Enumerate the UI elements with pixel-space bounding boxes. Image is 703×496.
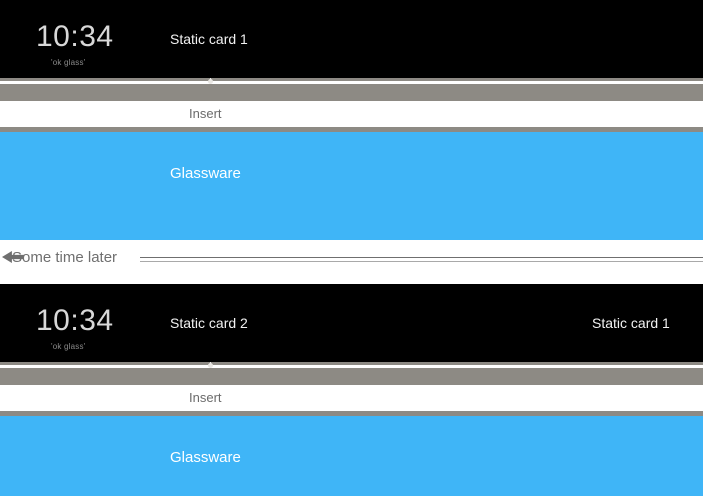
connector-band-main-2 — [0, 368, 703, 385]
connector-band-main-1 — [0, 84, 703, 101]
connector-band-top-2 — [0, 362, 703, 365]
timeline-node-1 — [208, 79, 213, 84]
glass-card-1: 10:34 'ok glass' Static card 1 — [0, 0, 703, 78]
time-divider-rule — [140, 257, 703, 258]
connector-band-top-1 — [0, 78, 703, 81]
hotword-label-2: 'ok glass' — [51, 342, 86, 351]
clock-time-1: 10:34 — [36, 20, 114, 53]
time-divider: Some time later — [0, 240, 703, 280]
insert-label-1: Insert — [189, 106, 222, 121]
clock-time-2: 10:34 — [36, 304, 114, 337]
glass-card-2: 10:34 'ok glass' Static card 2 Static ca… — [0, 284, 703, 362]
glassware-label-2: Glassware — [170, 449, 241, 466]
connector-band-bottom-1 — [0, 127, 703, 132]
connector-gap-2 — [0, 365, 703, 368]
insert-row-2: Insert — [0, 385, 703, 411]
hotword-label-1: 'ok glass' — [51, 58, 86, 67]
time-divider-label: Some time later — [12, 249, 118, 266]
connector-band-bottom-2 — [0, 411, 703, 416]
timeline-node-2 — [208, 363, 213, 368]
time-divider-rule-thin — [140, 261, 703, 262]
glassware-label-1: Glassware — [170, 165, 241, 182]
glassware-panel-1: Glassware — [0, 132, 703, 240]
static-card-1-label: Static card 1 — [170, 31, 248, 47]
static-card-1-label-row2: Static card 1 — [592, 315, 670, 331]
insert-label-2: Insert — [189, 390, 222, 405]
static-card-2-label: Static card 2 — [170, 315, 248, 331]
connector-gap-1 — [0, 81, 703, 84]
insert-row-1: Insert — [0, 101, 703, 127]
glassware-panel-2: Glassware — [0, 416, 703, 496]
